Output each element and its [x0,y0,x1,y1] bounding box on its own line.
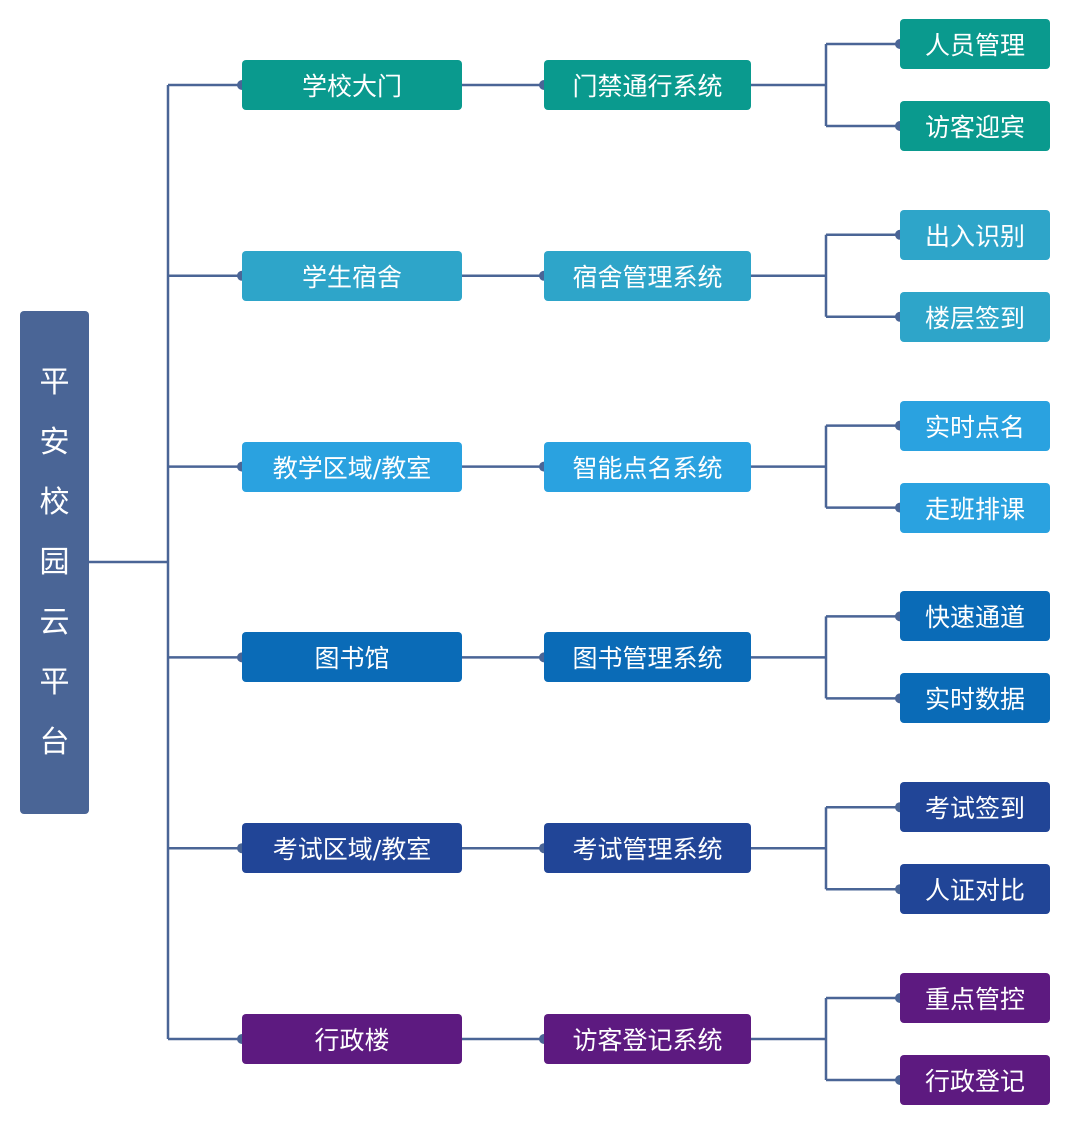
function-node: 重点管控 [900,973,1050,1023]
function-node: 实时点名 [900,400,1050,451]
function-node: 走班排课 [900,482,1050,533]
function-node: 访客迎宾 [900,101,1050,151]
root-label-char: 园 [39,544,70,580]
root-label-char: 云 [39,604,70,640]
root-node-platform: 平安校园云平台 [20,311,89,814]
root-label-char: 校 [39,484,70,520]
system-node: 考试管理系统 [544,823,751,874]
area-node: 学生宿舍 [242,250,462,301]
system-node: 宿舍管理系统 [544,250,751,301]
function-node: 楼层签到 [900,291,1050,342]
area-node: 行政楼 [242,1014,462,1064]
function-node: 出入识别 [900,209,1050,260]
function-node: 实时数据 [900,673,1050,724]
function-node: 考试签到 [900,782,1050,833]
root-label-char: 台 [39,724,70,760]
function-node: 行政登记 [900,1055,1050,1105]
system-node: 访客登记系统 [544,1014,751,1064]
root-label-char: 平 [39,364,70,400]
system-node: 智能点名系统 [544,441,751,492]
area-node: 图书馆 [242,632,462,683]
area-node: 学校大门 [242,60,462,110]
function-node: 人员管理 [900,19,1050,69]
system-node: 图书管理系统 [544,632,751,683]
system-node: 门禁通行系统 [544,60,751,110]
root-label-char: 安 [39,424,70,460]
function-node: 人证对比 [900,864,1050,915]
area-node: 教学区域/教室 [242,441,462,492]
root-label-char: 平 [39,664,70,700]
function-node: 快速通道 [900,591,1050,642]
area-node: 考试区域/教室 [242,823,462,874]
